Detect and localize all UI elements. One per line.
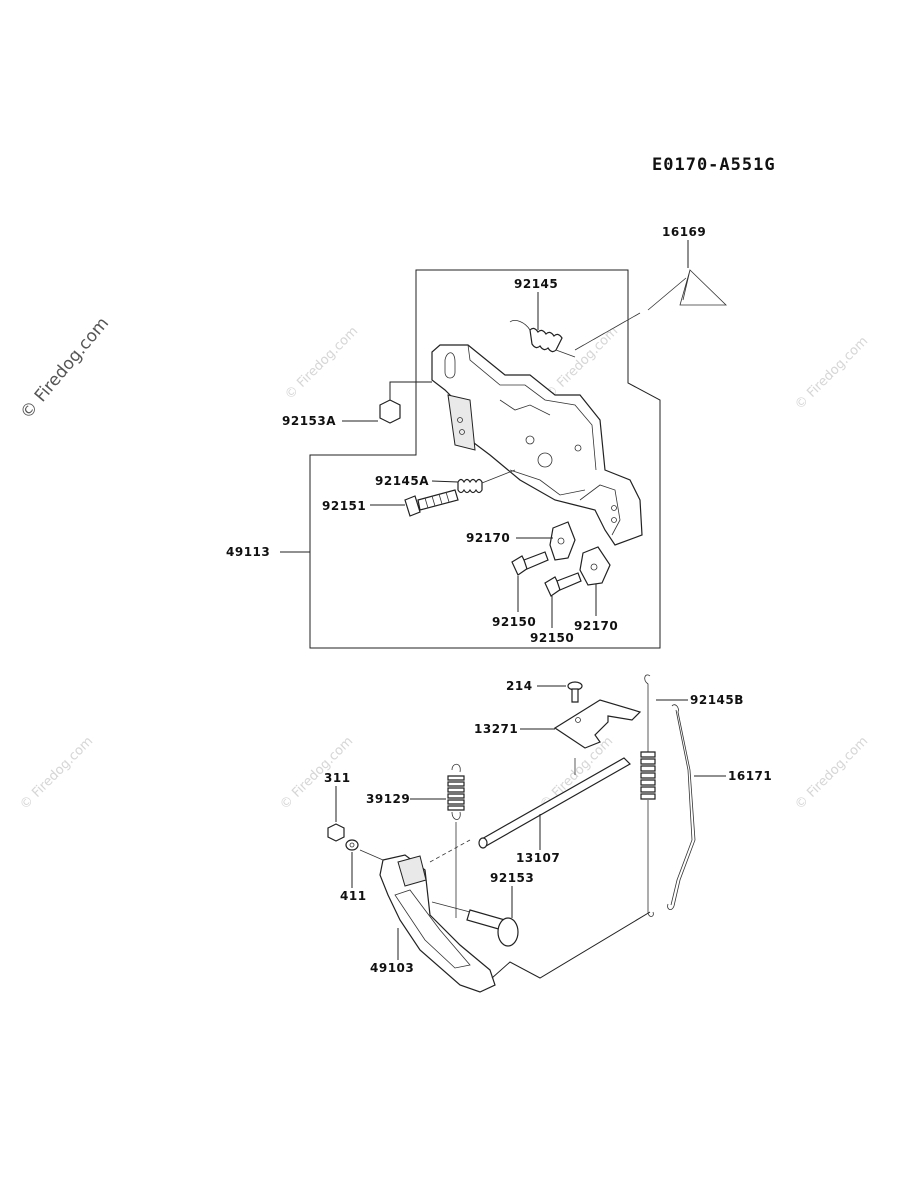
part-label: 92145A (375, 474, 429, 488)
assembly-bracket-box (309, 269, 661, 649)
bottom-group-outline (491, 911, 651, 979)
part-label: 92151 (322, 499, 366, 513)
bolt-92150-left-part (511, 551, 549, 576)
part-label: 49113 (226, 545, 270, 559)
part-label: 39129 (366, 792, 410, 806)
washer-411-part (345, 839, 359, 851)
part-label: 92153A (282, 414, 336, 428)
part-label: 92170 (574, 619, 618, 633)
part-label: 92150 (492, 615, 536, 629)
spring-92145b-part (640, 674, 656, 917)
leader-lines (280, 240, 726, 960)
shaft-13107-part (478, 757, 631, 849)
control-plate-part (431, 344, 643, 546)
part-label: 92145 (514, 277, 558, 291)
spring-92145-part (509, 320, 576, 358)
part-label: 49103 (370, 961, 414, 975)
watermark: © Firedog.com (282, 324, 361, 403)
part-label: 92170 (466, 531, 510, 545)
part-label: 16169 (662, 225, 706, 239)
nut-92153a-part (379, 381, 432, 424)
part-label: 13107 (516, 851, 560, 865)
part-labels: 16169 92145 92153A 92145A 92151 49113 92… (226, 225, 772, 975)
watermark: © Firedog.com (792, 334, 871, 413)
watermark: © Firedog.com (17, 734, 96, 813)
spring-39129-part (447, 763, 465, 918)
part-label: 92145B (690, 693, 744, 707)
bolt-92151-part (404, 489, 459, 517)
part-label: 13271 (474, 722, 518, 736)
rod-16171-part (667, 704, 696, 910)
clip-92170-lower-part (579, 546, 611, 586)
nut-311-part (327, 823, 345, 842)
part-label: 311 (324, 771, 351, 785)
part-label: 411 (340, 889, 367, 903)
part-label: 16171 (728, 769, 772, 783)
plate-13271-part (553, 699, 642, 749)
bolt-92153-part (431, 901, 519, 947)
watermark: © Firedog.com (792, 734, 871, 813)
lever-49103-part (359, 839, 496, 993)
throttle-wire-part (574, 269, 727, 351)
bolt-92150-right-part (544, 572, 582, 597)
spring-92145a-part (457, 469, 516, 494)
screw-214-part (567, 681, 583, 703)
diagram-code: E0170-A551G (652, 155, 776, 175)
part-label: 214 (506, 679, 533, 693)
part-label: 92150 (530, 631, 574, 645)
clip-92170-upper-part (549, 521, 576, 561)
part-label: 92153 (490, 871, 534, 885)
watermark-main: © Firedog.com (17, 314, 114, 424)
